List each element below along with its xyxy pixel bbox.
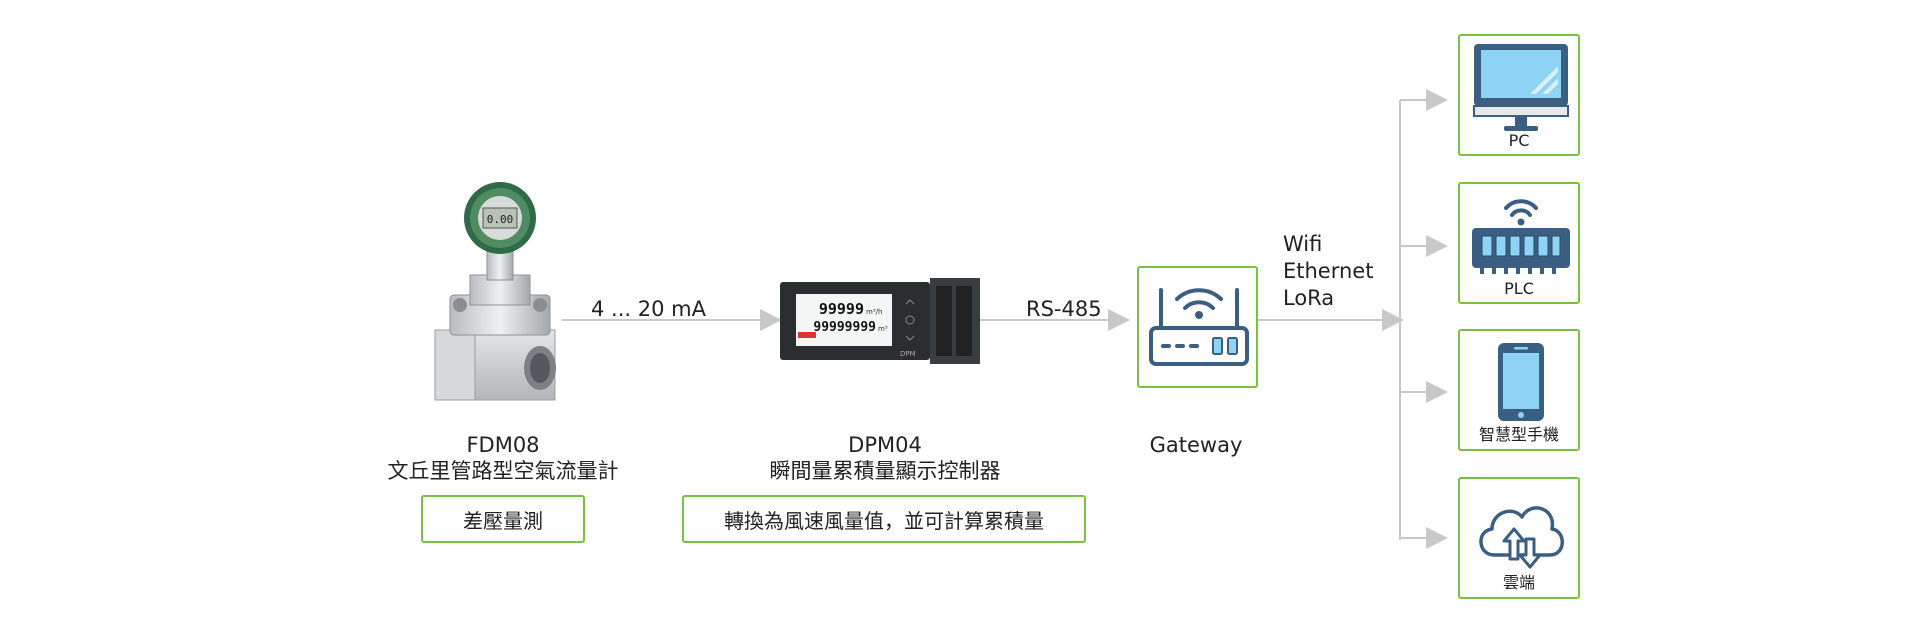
controller-display-unit1: m³/h — [866, 308, 882, 316]
endpoint-plc-label: PLC — [1504, 279, 1534, 298]
cloud-icon — [1479, 506, 1564, 569]
endpoint-plc: PLC — [1458, 182, 1580, 304]
flowmeter-device-image: 0.00 — [434, 182, 556, 401]
router-icon — [1149, 288, 1249, 366]
link-sensor-controller-label: 4 ... 20 mA — [591, 297, 706, 321]
sensor-tag: 差壓量測 — [421, 495, 585, 543]
gateway-box — [1137, 266, 1258, 388]
gateway-label: Gateway — [1149, 433, 1243, 457]
endpoint-cloud-label: 雲端 — [1502, 573, 1535, 592]
arrow-to-cloud — [1426, 527, 1448, 549]
protocol-lora: LoRa — [1283, 286, 1335, 310]
smartphone-icon — [1498, 343, 1544, 421]
arrow-to-controller — [760, 309, 782, 331]
sensor-model: FDM08 — [466, 433, 540, 457]
link-controller-gateway-label: RS-485 — [1026, 297, 1102, 321]
flowmeter-display-reading: 0.00 — [487, 213, 514, 226]
endpoint-pc: PC — [1458, 34, 1580, 156]
endpoint-pc-label: PC — [1508, 131, 1530, 150]
arrow-to-gateway — [1108, 309, 1130, 331]
controller-model: DPM04 — [848, 433, 922, 457]
arrow-to-bus — [1382, 309, 1404, 331]
plc-icon — [1472, 199, 1570, 274]
sensor-name: 文丘里管路型空氣流量計 — [387, 459, 619, 483]
arrow-to-plc — [1426, 235, 1448, 257]
controller-brand-text: DPM — [900, 350, 916, 358]
arrow-to-phone — [1426, 381, 1448, 403]
controller-display-line2: 99999999 — [813, 320, 876, 335]
endpoint-cloud: 雲端 — [1458, 477, 1580, 599]
arrow-to-pc — [1426, 89, 1448, 111]
controller-display-line1: 99999 — [819, 300, 864, 318]
controller-display-unit2: m³ — [878, 325, 888, 333]
monitor-icon — [1473, 44, 1569, 131]
endpoint-smartphone-label: 智慧型手機 — [1478, 425, 1559, 444]
controller-name: 瞬間量累積量顯示控制器 — [769, 459, 1001, 483]
protocol-wifi: Wifi — [1283, 232, 1323, 256]
controller-device-image: 99999 m³/h 99999999 m³ DPM — [780, 278, 980, 364]
protocol-ethernet: Ethernet — [1283, 259, 1374, 283]
controller-tag: 轉換為風速風量值，並可計算累積量 — [682, 495, 1086, 543]
endpoint-smartphone: 智慧型手機 — [1458, 329, 1580, 451]
